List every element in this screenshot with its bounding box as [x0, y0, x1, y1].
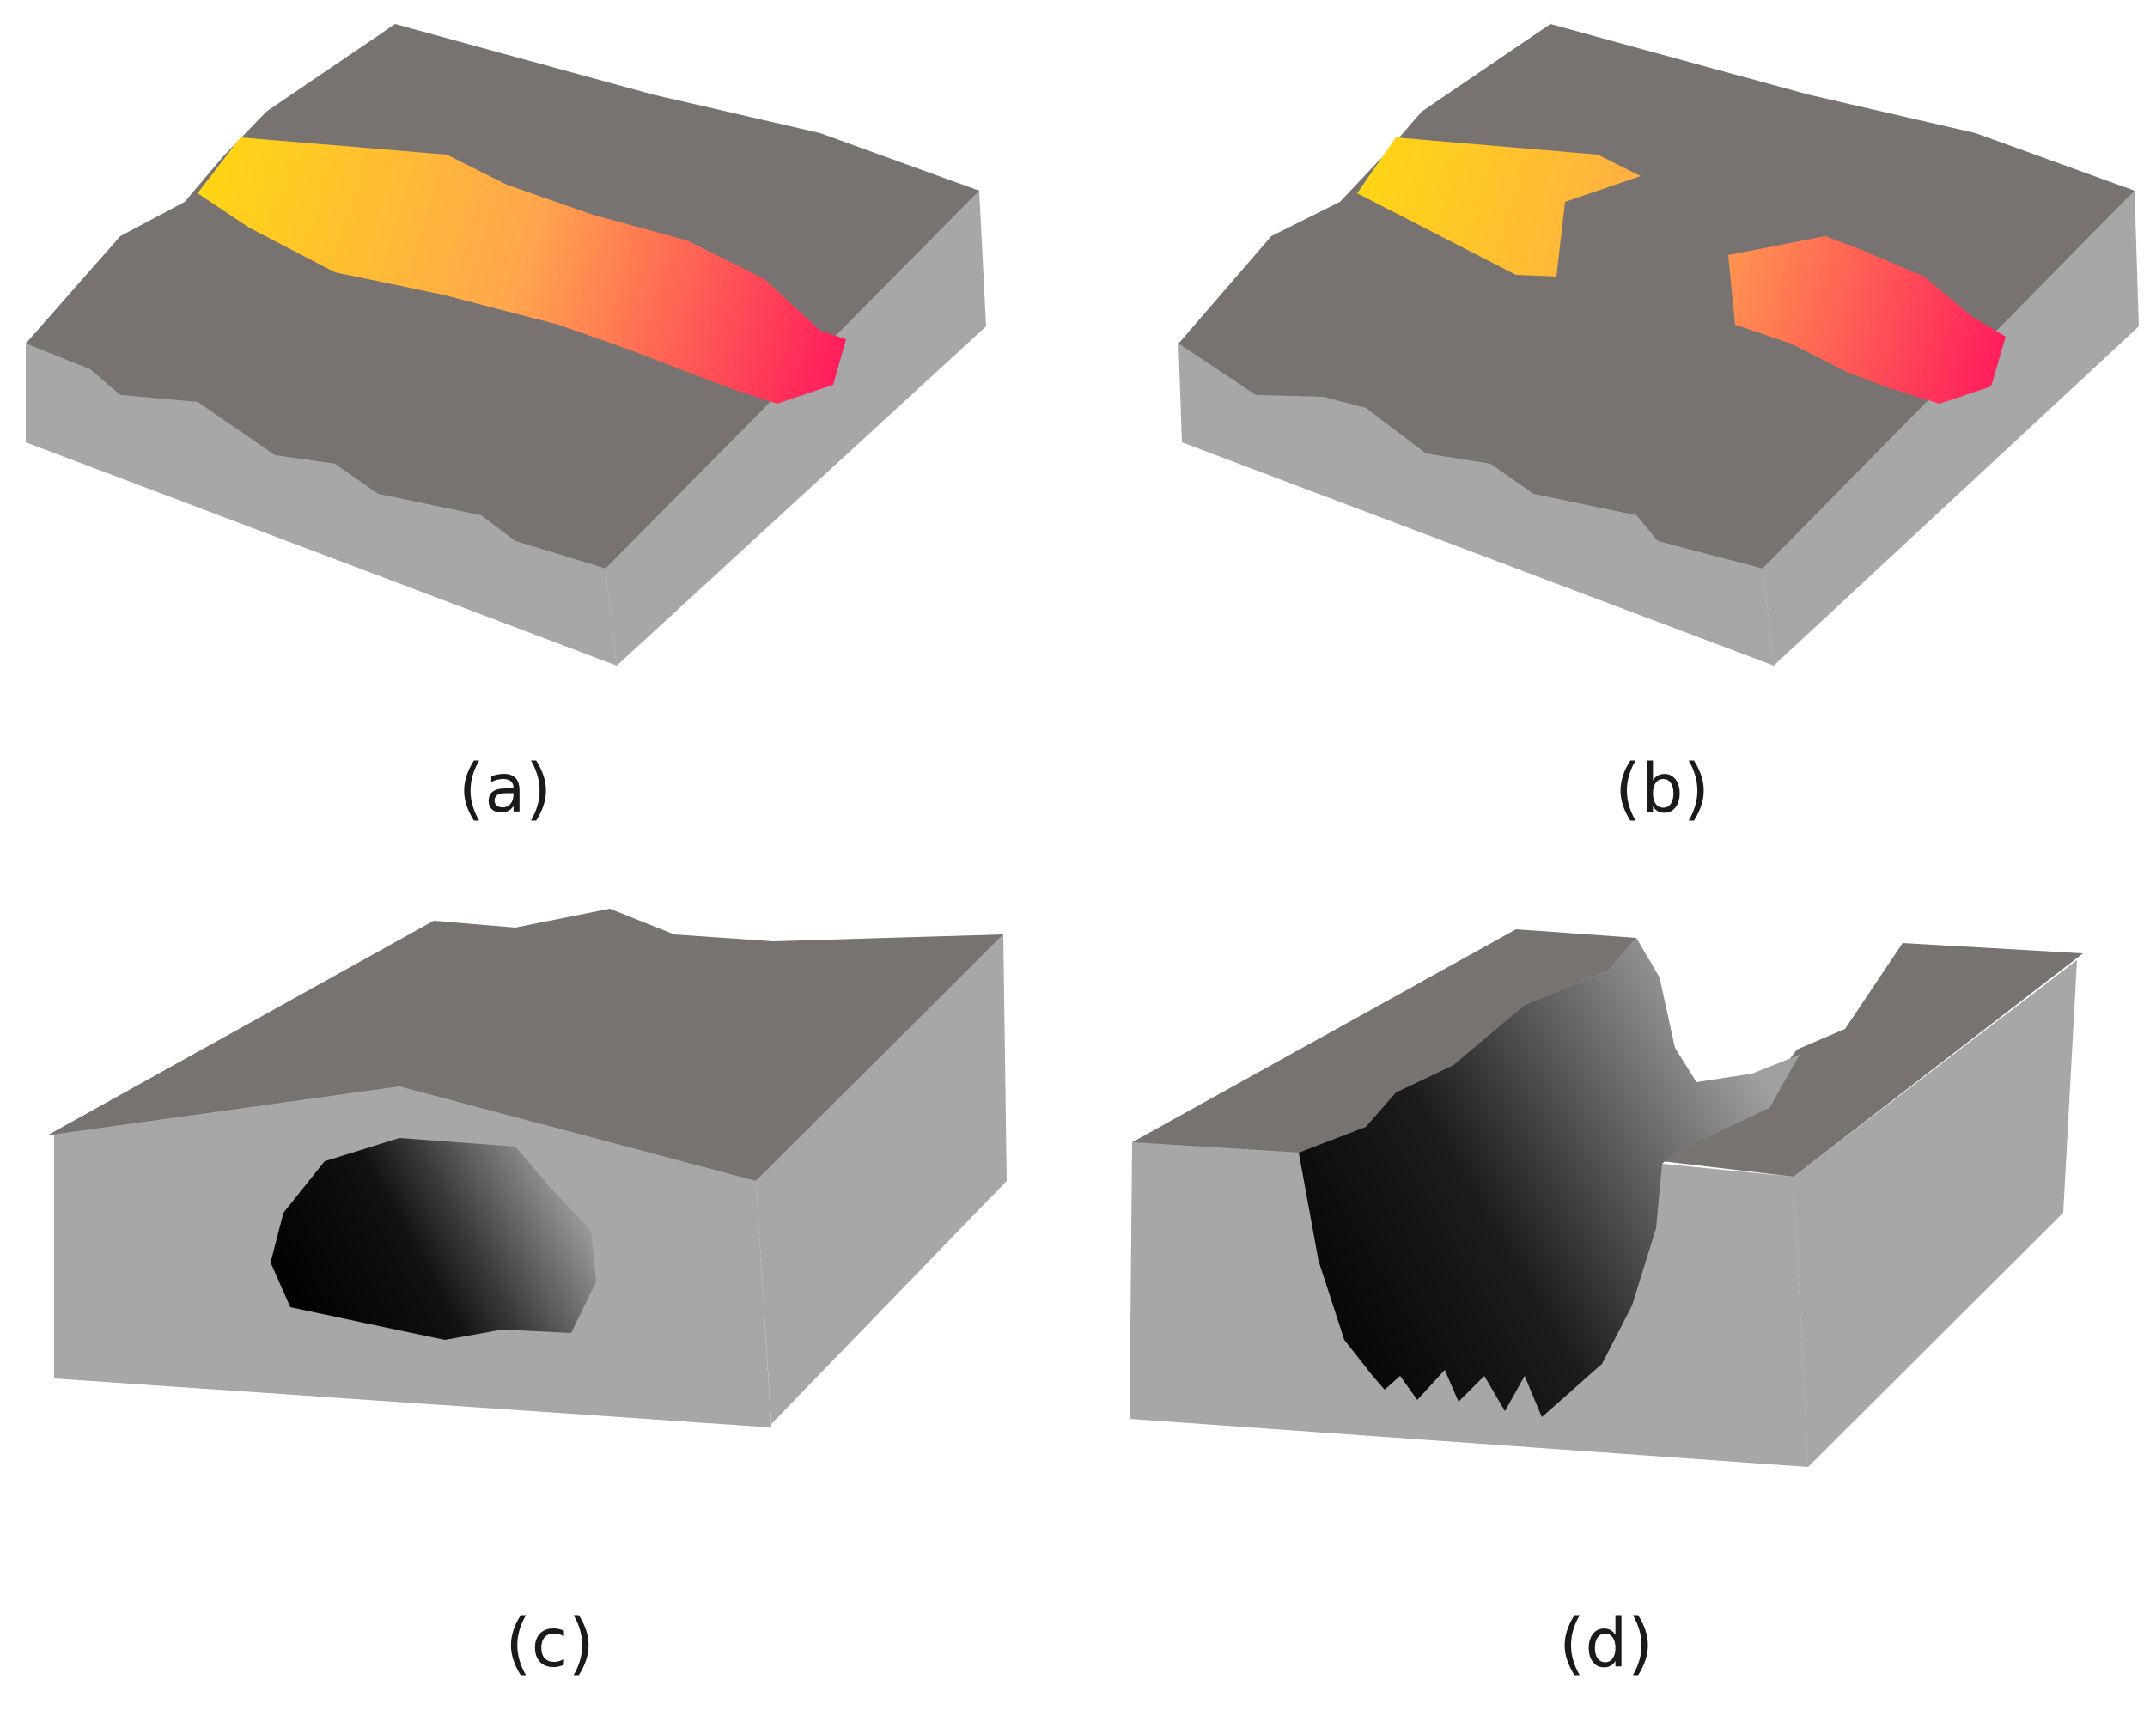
panel-b-melt-patch-right [1728, 236, 2006, 404]
panel-d-cavity [1299, 938, 1800, 1417]
panel-d-right-face [1794, 960, 2077, 1467]
panel-b-right-face [1763, 191, 2139, 666]
panel-a-melt-band [198, 137, 846, 404]
panel-d-top-surface-right [1647, 943, 2083, 1177]
panel-d-label: (d) [1559, 1605, 1654, 1683]
panel-a-front-face [26, 344, 617, 666]
panel-a-label: (a) [459, 751, 552, 828]
panel-b-melt-patch-left [1357, 137, 1641, 277]
panel-b: (b) [1178, 24, 2139, 828]
panel-d: (d) [1130, 929, 2083, 1683]
panel-a: (a) [26, 24, 986, 828]
panel-d-top-surface-left [1132, 929, 1636, 1153]
panel-c: (c) [47, 909, 1007, 1683]
panel-c-right-face [756, 934, 1007, 1424]
panel-c-cavity [271, 1138, 596, 1340]
panel-a-right-face [606, 191, 986, 666]
panel-b-label: (b) [1615, 751, 1709, 828]
panel-c-label: (c) [505, 1605, 594, 1683]
panel-c-top-surface [47, 909, 1003, 1181]
panel-b-front-face [1178, 344, 1774, 666]
